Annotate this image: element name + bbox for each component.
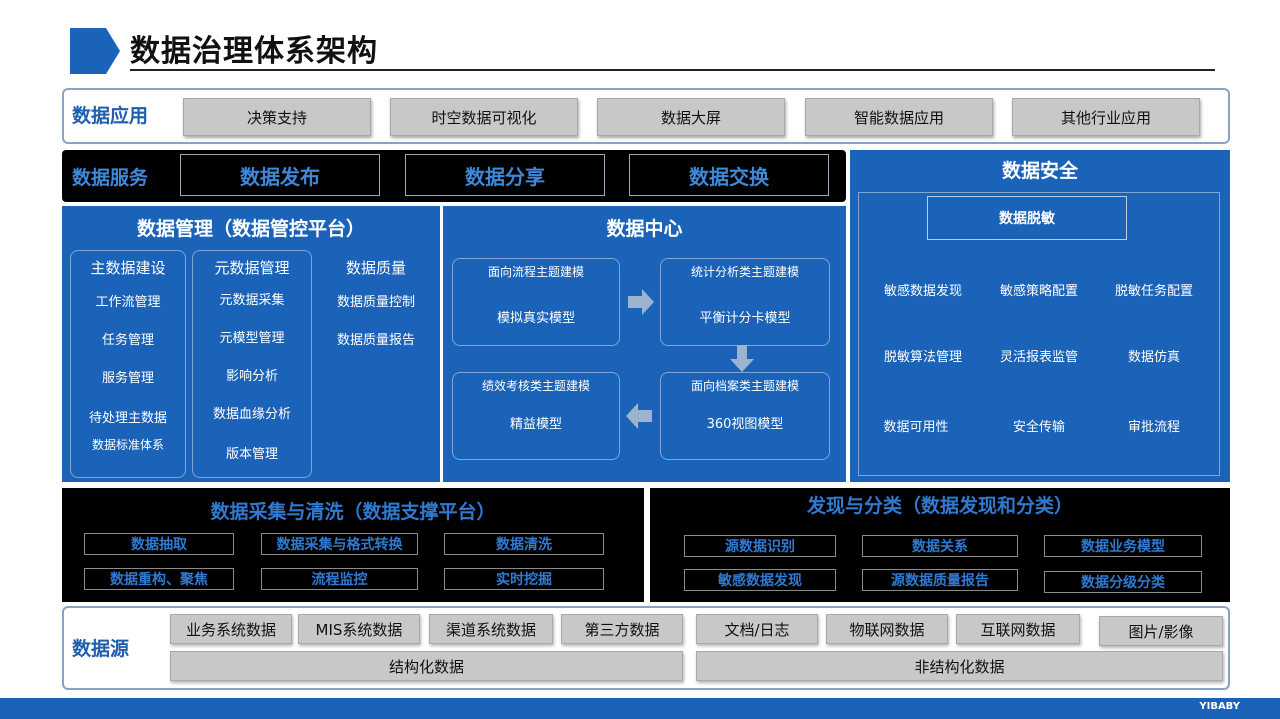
footer-brand: YIBABY xyxy=(1199,701,1240,712)
center-box-process[interactable] xyxy=(452,258,620,346)
master-data-item[interactable]: 待处理主数据 xyxy=(88,410,167,426)
security-item[interactable]: 灵活报表监管 xyxy=(999,349,1078,365)
discover-title: 发现与分类（数据发现和分类） xyxy=(806,494,1073,517)
source-item[interactable]: 图片/影像 xyxy=(1099,616,1223,646)
collect-item[interactable]: 数据抽取 xyxy=(84,533,234,555)
discover-item[interactable]: 数据关系 xyxy=(862,535,1018,557)
metadata-item[interactable]: 版本管理 xyxy=(225,446,278,462)
center-box-archive[interactable] xyxy=(660,372,830,460)
app-item[interactable]: 其他行业应用 xyxy=(1012,98,1200,136)
center-panel xyxy=(443,206,846,482)
security-panel xyxy=(850,150,1230,482)
metadata-item[interactable]: 数据血缘分析 xyxy=(212,406,291,422)
collect-item[interactable]: 流程监控 xyxy=(261,568,418,590)
security-item[interactable]: 敏感策略配置 xyxy=(999,283,1078,299)
app-item[interactable]: 时空数据可视化 xyxy=(390,98,578,136)
app-item[interactable]: 智能数据应用 xyxy=(805,98,993,136)
master-data-item[interactable]: 服务管理 xyxy=(101,370,154,386)
footer-bar xyxy=(0,698,1280,719)
security-item[interactable]: 审批流程 xyxy=(1127,419,1180,435)
collect-item[interactable]: 实时挖掘 xyxy=(444,568,604,590)
unstructured-data-bar[interactable]: 非结构化数据 xyxy=(696,651,1223,681)
page-title: 数据治理体系架构 xyxy=(130,34,378,69)
security-item[interactable]: 敏感数据发现 xyxy=(883,283,962,299)
center-box-title: 绩效考核类主题建模 xyxy=(481,378,590,393)
service-label: 数据服务 xyxy=(72,167,149,189)
collect-item[interactable]: 数据清洗 xyxy=(444,533,604,555)
source-item[interactable]: MIS系统数据 xyxy=(298,614,420,644)
metadata-frame xyxy=(192,250,312,478)
metadata-item[interactable]: 元模型管理 xyxy=(219,330,285,346)
discover-panel xyxy=(650,488,1230,602)
master-data-item[interactable]: 工作流管理 xyxy=(95,294,161,310)
source-item[interactable]: 业务系统数据 xyxy=(170,614,292,644)
metadata-item[interactable]: 影响分析 xyxy=(225,368,278,384)
center-title: 数据中心 xyxy=(606,217,683,240)
service-item[interactable]: 数据分享 xyxy=(405,154,605,196)
discover-item[interactable]: 敏感数据发现 xyxy=(684,569,836,591)
collect-panel xyxy=(62,488,644,602)
service-item[interactable]: 数据交换 xyxy=(629,154,829,196)
center-box-item: 360视图模型 xyxy=(706,416,784,432)
center-box-item: 精益模型 xyxy=(509,416,562,432)
quality-item[interactable]: 数据质量控制 xyxy=(336,294,415,310)
source-item[interactable]: 文档/日志 xyxy=(696,614,818,644)
quality-item[interactable]: 数据质量报告 xyxy=(336,332,415,348)
management-title: 数据管理（数据管控平台） xyxy=(136,217,365,240)
master-data-frame xyxy=(70,250,186,478)
source-item[interactable]: 物联网数据 xyxy=(826,614,948,644)
app-label: 数据应用 xyxy=(72,105,149,127)
security-item[interactable]: 安全传输 xyxy=(1012,419,1065,435)
metadata-title: 元数据管理 xyxy=(214,258,290,277)
arrow-right-icon xyxy=(628,289,654,315)
collect-title: 数据采集与清洗（数据支撑平台） xyxy=(210,500,496,523)
discover-item[interactable]: 源数据识别 xyxy=(684,535,836,557)
master-data-item[interactable]: 数据标准体系 xyxy=(91,437,164,452)
source-item[interactable]: 渠道系统数据 xyxy=(429,614,553,644)
discover-item[interactable]: 数据分级分类 xyxy=(1044,571,1202,593)
structured-data-bar[interactable]: 结构化数据 xyxy=(170,651,683,681)
center-box-title: 面向档案类主题建模 xyxy=(690,378,799,393)
app-item[interactable]: 数据大屏 xyxy=(597,98,785,136)
master-data-title: 主数据建设 xyxy=(90,258,166,277)
center-box-title: 统计分析类主题建模 xyxy=(690,264,799,279)
security-frame xyxy=(858,192,1220,476)
security-item[interactable]: 数据仿真 xyxy=(1127,349,1180,365)
arrow-down-icon xyxy=(730,345,754,372)
center-box-item: 模拟真实模型 xyxy=(496,310,575,326)
discover-item[interactable]: 源数据质量报告 xyxy=(862,569,1018,591)
title-underline xyxy=(130,69,1215,71)
management-panel xyxy=(62,206,440,482)
service-item[interactable]: 数据发布 xyxy=(180,154,380,196)
metadata-item[interactable]: 元数据采集 xyxy=(219,292,285,308)
security-title: 数据安全 xyxy=(1001,159,1078,182)
source-item[interactable]: 第三方数据 xyxy=(561,614,683,644)
center-box-item: 平衡计分卡模型 xyxy=(699,310,791,326)
collect-item[interactable]: 数据重构、聚焦 xyxy=(84,568,234,590)
center-box-title: 面向流程主题建模 xyxy=(487,264,584,279)
source-item[interactable]: 互联网数据 xyxy=(956,614,1080,644)
master-data-item[interactable]: 任务管理 xyxy=(101,332,154,348)
security-item[interactable]: 脱敏任务配置 xyxy=(1114,283,1193,299)
arrow-left-icon xyxy=(626,403,652,429)
center-box-performance[interactable] xyxy=(452,372,620,460)
quality-title: 数据质量 xyxy=(345,258,406,277)
app-item[interactable]: 决策支持 xyxy=(183,98,371,136)
security-box[interactable]: 数据脱敏 xyxy=(927,196,1127,240)
collect-item[interactable]: 数据采集与格式转换 xyxy=(261,533,418,555)
title-arrow-icon xyxy=(70,28,120,74)
security-item[interactable]: 脱敏算法管理 xyxy=(883,349,962,365)
source-label: 数据源 xyxy=(72,638,130,660)
security-item[interactable]: 数据可用性 xyxy=(883,419,949,435)
discover-item[interactable]: 数据业务模型 xyxy=(1044,535,1202,557)
service-bar xyxy=(62,150,846,202)
